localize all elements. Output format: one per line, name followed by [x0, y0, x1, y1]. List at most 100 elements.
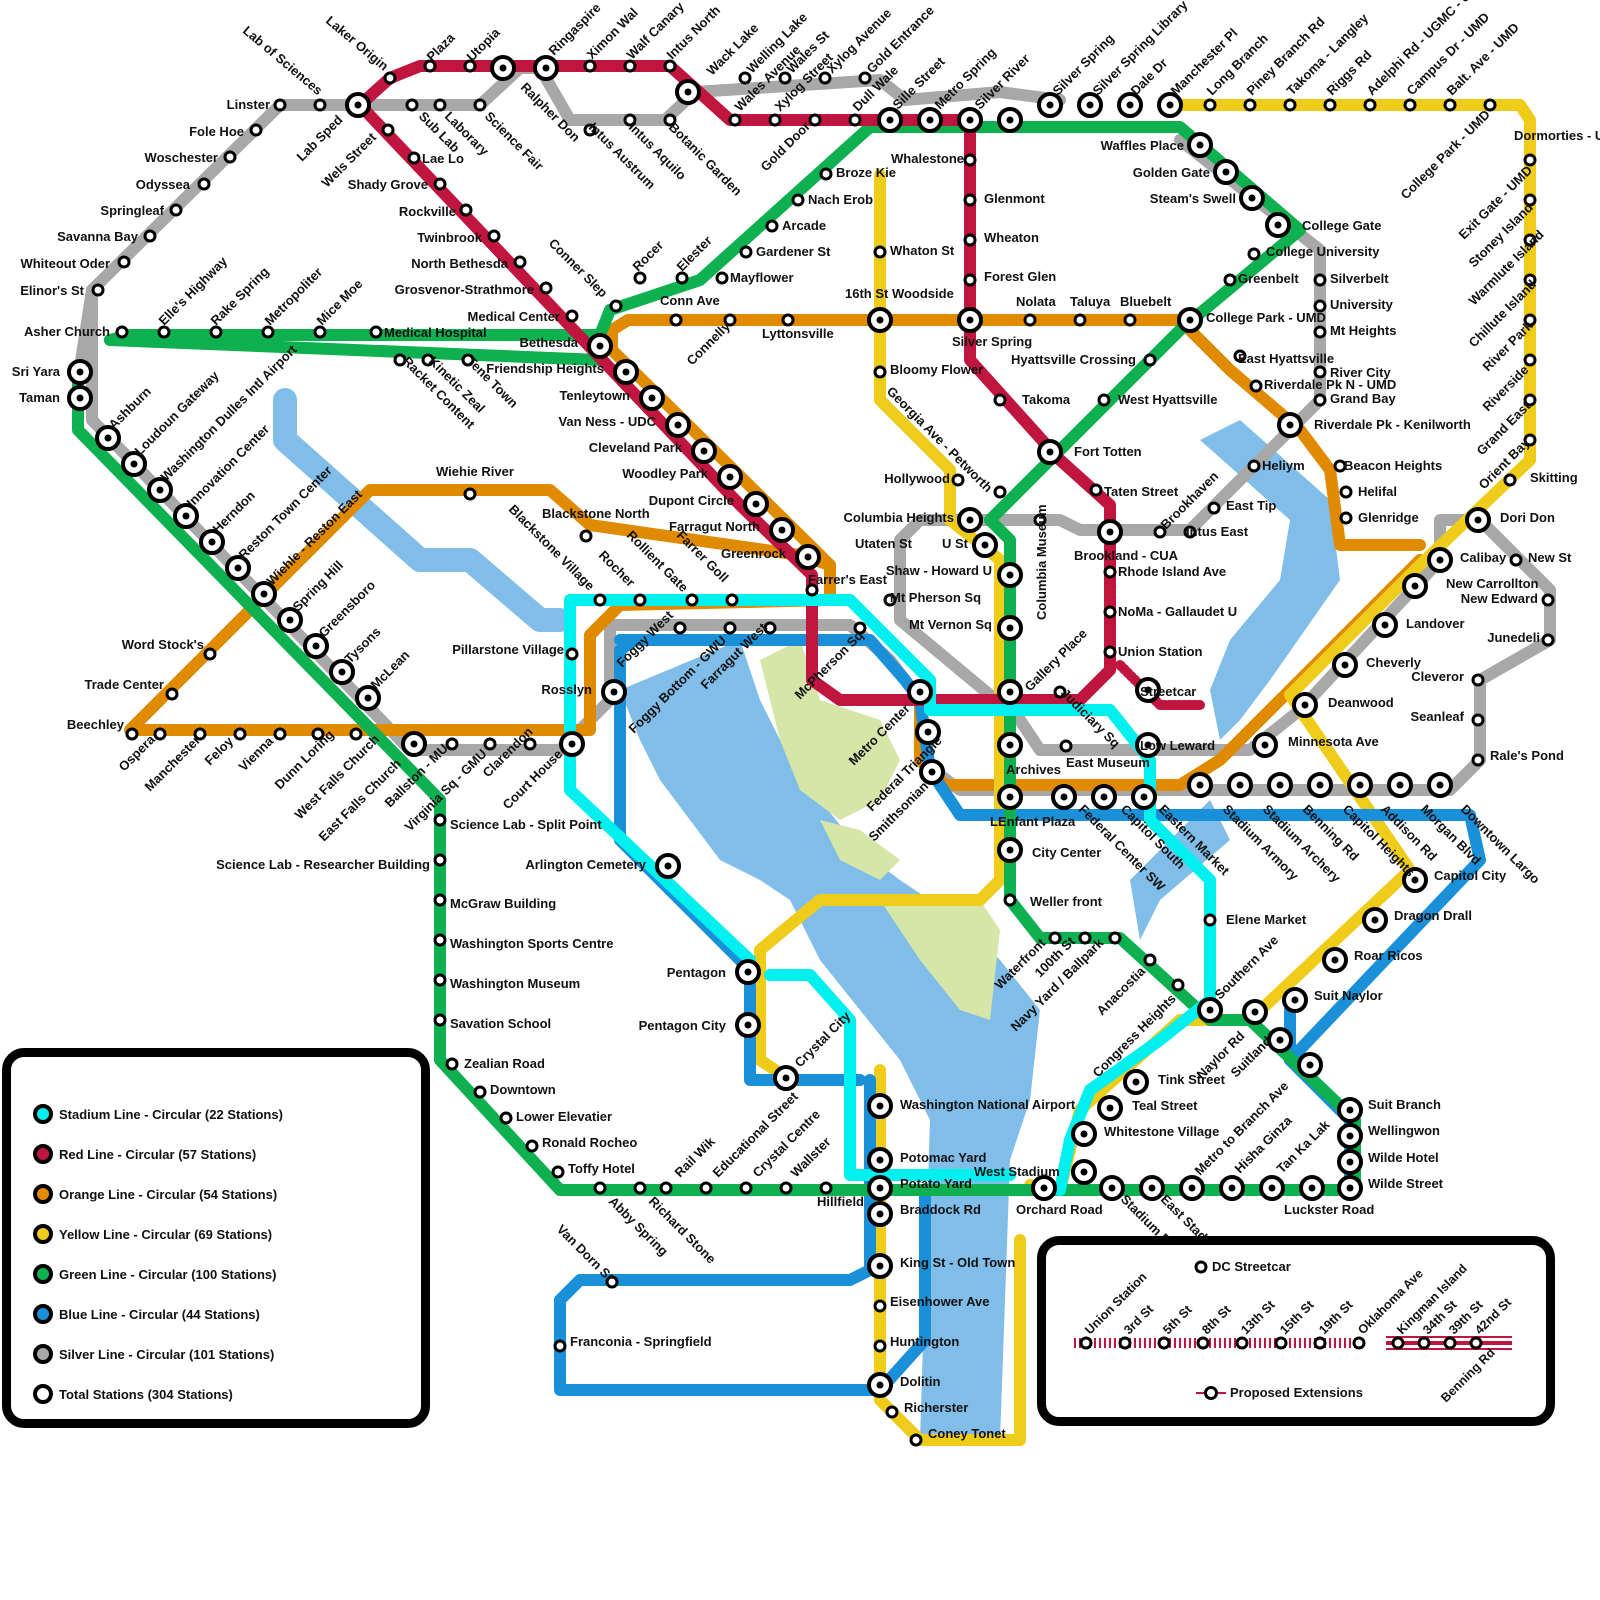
station-label[interactable]: West Hyattsville — [1118, 392, 1217, 407]
station-label[interactable]: Ronald Rocheo — [542, 1135, 637, 1150]
station-label[interactable]: Washington National Airport — [900, 1097, 1076, 1112]
station-label[interactable]: New St — [1528, 550, 1572, 565]
station-label[interactable]: Cleveror — [1411, 669, 1464, 684]
station-label[interactable]: Junedeli — [1487, 630, 1540, 645]
station-label[interactable]: Gallery Place — [1022, 626, 1090, 694]
station-label[interactable]: Gardener St — [756, 244, 831, 259]
station-label[interactable]: Mt Pherson Sq — [890, 590, 981, 605]
station-label[interactable]: Brookland - CUA — [1074, 548, 1179, 563]
station-label[interactable]: Nolata — [1016, 294, 1057, 309]
station-label[interactable]: Skitting — [1530, 470, 1578, 485]
station-label[interactable]: Heliym — [1262, 458, 1305, 473]
station-label[interactable]: Glenridge — [1358, 510, 1419, 525]
station-label[interactable]: Gold Door — [758, 119, 814, 175]
station-label[interactable]: Mt Vernon Sq — [909, 617, 992, 632]
station-label[interactable]: Calibay — [1460, 550, 1507, 565]
station-label[interactable]: Union Station — [1118, 644, 1203, 659]
station-label[interactable]: Science Lab - Researcher Building — [216, 857, 430, 872]
station-label[interactable]: Ashburn — [106, 384, 154, 432]
station-label[interactable]: Lower Elevatier — [516, 1109, 612, 1124]
station-label[interactable]: Arlington Cemetery — [525, 857, 646, 872]
station-label[interactable]: Hyattsville Crossing — [1011, 352, 1136, 367]
station-label[interactable]: Elinor's St — [20, 283, 84, 298]
station-label[interactable]: Wellingwon — [1368, 1123, 1440, 1138]
station-label[interactable]: East Museum — [1066, 755, 1150, 770]
station-label[interactable]: NoMa - Gallaudet U — [1118, 604, 1237, 619]
station-label[interactable]: College Park - UMD — [1206, 310, 1326, 325]
station-label[interactable]: Taluya — [1070, 294, 1111, 309]
station-label[interactable]: Rail Wik — [672, 1133, 719, 1180]
station-label[interactable]: Taman — [19, 390, 60, 405]
station-label[interactable]: Wheaton — [984, 230, 1039, 245]
station-label[interactable]: Farrer's East — [808, 572, 888, 587]
station-label[interactable]: Twinbrook — [417, 230, 483, 245]
station-label[interactable]: Steam's Swell — [1150, 191, 1236, 206]
station-label[interactable]: Whiteout Oder — [20, 256, 110, 271]
station-label[interactable]: Lae Lo — [422, 151, 464, 166]
station-label[interactable]: Word Stock's — [122, 637, 204, 652]
station-label[interactable]: City Center — [1032, 845, 1101, 860]
station-label[interactable]: Anacostia — [1094, 963, 1149, 1018]
station-label[interactable]: Odyssea — [136, 177, 191, 192]
station-label[interactable]: Whalestone — [891, 151, 964, 166]
station-label[interactable]: Luckster Road — [1284, 1202, 1374, 1217]
station-label[interactable]: Southern Ave — [1212, 932, 1282, 1002]
station-label[interactable]: Roar Ricos — [1354, 948, 1423, 963]
station-label[interactable]: Zealian Road — [464, 1056, 545, 1071]
station-label[interactable]: East Tip — [1226, 498, 1276, 513]
station-label[interactable]: Tink Street — [1158, 1072, 1226, 1087]
station-label[interactable]: Loudoun Gateway — [132, 367, 223, 458]
station-label[interactable]: Bluebelt — [1120, 294, 1172, 309]
station-label[interactable]: Cheverly — [1366, 655, 1422, 670]
station-label[interactable]: Pentagon — [667, 965, 726, 980]
station-label[interactable]: Plaza — [424, 29, 459, 64]
station-label[interactable]: Grand Bay — [1330, 391, 1397, 406]
station-label[interactable]: Nach Erob — [808, 192, 873, 207]
station-label[interactable]: Takoma — [1022, 392, 1071, 407]
station-label[interactable]: College University — [1266, 244, 1380, 259]
station-label[interactable]: Woodley Park — [622, 466, 709, 481]
station-label[interactable]: Riverdale Pk - Kenilworth — [1314, 417, 1471, 432]
station-label[interactable]: Bethesda — [519, 335, 578, 350]
station-label[interactable]: Broze Kie — [836, 165, 896, 180]
station-label[interactable]: Asher Church — [24, 324, 110, 339]
station-label[interactable]: Streetcar — [1140, 684, 1196, 699]
station-label[interactable]: Blackstone North — [542, 506, 650, 521]
station-label[interactable]: Franconia - Springfield — [570, 1334, 712, 1349]
station-label[interactable]: Intus East — [1186, 524, 1249, 539]
station-label[interactable]: Columbia Museum — [1034, 504, 1049, 620]
station-label[interactable]: Medical Hospital — [384, 325, 487, 340]
station-label[interactable]: Columbia Heights — [843, 510, 954, 525]
station-label[interactable]: Low Leward — [1140, 738, 1215, 753]
station-label[interactable]: Tysons — [342, 624, 384, 666]
station-label[interactable]: Friendship Heights — [486, 361, 604, 376]
station-label[interactable]: Pentagon City — [639, 1018, 727, 1033]
station-label[interactable]: Elene Market — [1226, 912, 1307, 927]
station-label[interactable]: Suit Branch — [1368, 1097, 1441, 1112]
station-label[interactable]: Washington Museum — [450, 976, 580, 991]
station-label[interactable]: Rocher — [596, 548, 638, 590]
station-label[interactable]: Potomac Yard — [900, 1150, 987, 1165]
station-label[interactable]: McGraw Building — [450, 896, 556, 911]
station-label[interactable]: Rhode Island Ave — [1118, 564, 1226, 579]
station-label[interactable]: Dolitin — [900, 1374, 940, 1389]
station-label[interactable]: Cleveland Park — [589, 440, 683, 455]
station-label[interactable]: Richard Stone — [646, 1194, 719, 1267]
station-label[interactable]: Laker Origin — [323, 13, 391, 74]
station-label[interactable]: Science Fair — [482, 109, 547, 174]
station-label[interactable]: Rockville — [399, 204, 456, 219]
station-label[interactable]: Golden Gate — [1133, 165, 1210, 180]
station-label[interactable]: Bloomy Flower — [890, 362, 983, 377]
station-label[interactable]: Savation School — [450, 1016, 551, 1031]
station-label[interactable]: Waffles Place — [1101, 138, 1184, 153]
station-label[interactable]: Springleaf — [100, 203, 164, 218]
station-label[interactable]: Medical Center — [468, 309, 560, 324]
station-label[interactable]: Suit Naylor — [1314, 988, 1383, 1003]
station-label[interactable]: Balt. Ave - UMD — [1444, 20, 1522, 98]
station-label[interactable]: University — [1330, 297, 1394, 312]
station-label[interactable]: Fort Totten — [1074, 444, 1142, 459]
station-label[interactable]: Hillfield — [817, 1194, 864, 1209]
station-label[interactable]: Potato Yard — [900, 1176, 972, 1191]
station-label[interactable]: Rosslyn — [541, 682, 592, 697]
station-label[interactable]: Helifal — [1358, 484, 1397, 499]
